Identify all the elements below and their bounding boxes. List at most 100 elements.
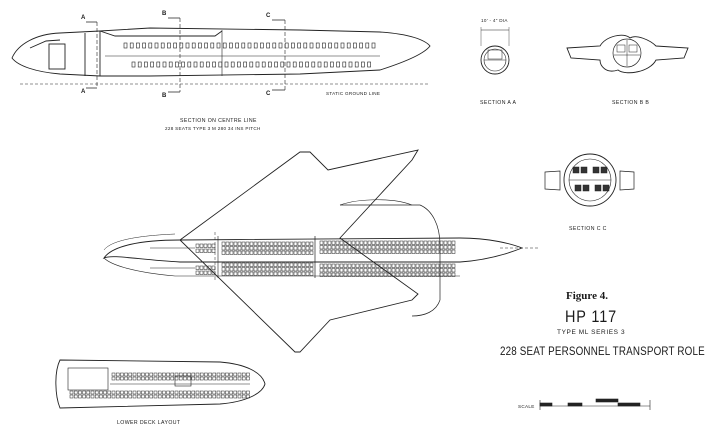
seat (280, 61, 285, 68)
seat (120, 372, 124, 377)
seat (229, 267, 234, 272)
seat (206, 61, 210, 68)
seat (257, 267, 262, 272)
seat (208, 390, 212, 395)
seat (73, 390, 78, 395)
seat (391, 249, 396, 254)
seat (339, 240, 344, 245)
seat (343, 272, 348, 277)
seat (273, 267, 278, 272)
seat (174, 390, 179, 395)
seat (224, 61, 229, 68)
seat (277, 250, 282, 255)
seat (435, 249, 440, 254)
seat (175, 61, 179, 68)
seat (347, 268, 352, 273)
seat (237, 246, 242, 251)
seat (150, 61, 154, 68)
seat (319, 263, 324, 268)
seat (340, 42, 345, 49)
seat (211, 243, 216, 248)
seat (339, 249, 344, 254)
seat (191, 394, 196, 399)
seat (347, 263, 352, 268)
seat (281, 271, 286, 276)
seat (141, 376, 145, 381)
seat (293, 250, 298, 255)
seat (371, 272, 376, 277)
seat (323, 268, 328, 273)
seat (73, 394, 78, 399)
seat (212, 376, 217, 381)
seat (363, 245, 368, 250)
seat (131, 61, 136, 68)
seat (347, 245, 352, 250)
seat (90, 394, 95, 399)
seat (120, 390, 124, 395)
seat (346, 42, 351, 49)
seat (233, 376, 238, 381)
seat (247, 42, 252, 49)
seat (419, 272, 424, 277)
seat (367, 272, 372, 277)
seat (353, 42, 357, 49)
seat (391, 263, 396, 268)
seat (399, 268, 404, 273)
seat (78, 394, 82, 399)
seat (347, 240, 352, 245)
seat (423, 245, 428, 250)
lower-deck-seats (69, 372, 250, 399)
seat (257, 271, 262, 276)
section-marker-c-bottom: C (266, 91, 271, 97)
seat (305, 61, 309, 68)
section-marker-b-top: B (162, 11, 167, 17)
seat (281, 250, 286, 255)
lower-deck-view (55, 359, 266, 409)
seat (157, 390, 162, 395)
seat (273, 241, 278, 246)
seat (371, 249, 376, 254)
seat (195, 265, 200, 270)
seat (273, 250, 278, 255)
seat (210, 42, 215, 49)
aircraft-designation: HP 117 (565, 307, 617, 326)
seat (162, 376, 166, 381)
seat (257, 246, 262, 251)
seat (363, 272, 368, 277)
seat (153, 376, 158, 381)
seat (297, 271, 302, 276)
seat (319, 249, 324, 254)
seat (331, 245, 336, 250)
seat (220, 390, 225, 395)
seat (309, 241, 314, 246)
seat (199, 270, 204, 275)
seat (335, 268, 340, 273)
seat (168, 61, 173, 68)
seat (128, 390, 133, 395)
seat (111, 390, 116, 395)
seat (249, 267, 254, 272)
seat (249, 246, 254, 251)
seat (343, 240, 348, 245)
seat (443, 240, 448, 245)
seat (203, 270, 208, 275)
seat (261, 61, 266, 68)
seat (443, 249, 448, 254)
seat (305, 271, 310, 276)
seat (403, 263, 408, 268)
seat (443, 245, 448, 250)
seat (261, 246, 266, 251)
seat (183, 372, 187, 377)
seat (335, 240, 340, 245)
seat (274, 61, 278, 68)
side-nose-bay (48, 43, 66, 70)
seat (195, 372, 200, 377)
seat (297, 246, 302, 251)
seat (204, 394, 208, 399)
seat (351, 263, 356, 268)
seat (207, 248, 212, 253)
section-aa-label: SECTION A A (480, 100, 517, 106)
seat (162, 390, 166, 395)
seat (237, 376, 242, 381)
seat (383, 263, 388, 268)
